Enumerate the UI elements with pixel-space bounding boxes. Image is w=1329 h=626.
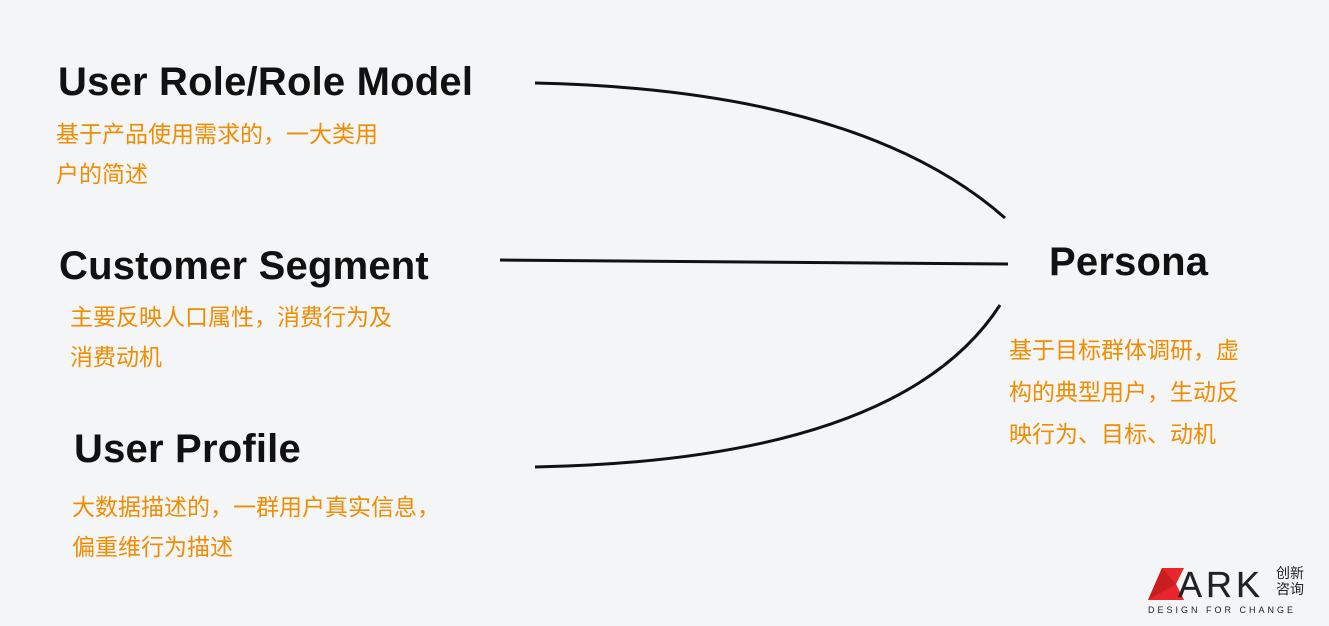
node-title-role-model: User Role/Role Model xyxy=(58,60,474,104)
desc-line: 户的简述 xyxy=(56,162,148,188)
node-desc-customer-segment: 主要反映人口属性，消费行为及 消费动机 xyxy=(70,298,392,378)
connector-role-model xyxy=(534,81,1006,220)
node-desc-role-model: 基于产品使用需求的，一大类用 户的简述 xyxy=(56,115,378,195)
logo-chinese: 创新咨询 xyxy=(1276,566,1304,598)
desc-line: 偏重维行为描述 xyxy=(72,535,233,561)
target-desc-persona: 基于目标群体调研，虚 构的典型用户，生动反 映行为、目标、动机 xyxy=(1009,330,1239,456)
desc-line: 基于目标群体调研，虚 xyxy=(1009,338,1239,364)
desc-line: 基于产品使用需求的，一大类用 xyxy=(56,122,378,148)
ark-logo: ARK 创新咨询 DESIGN FOR CHANGE xyxy=(1148,564,1323,622)
connector-user-profile xyxy=(534,304,1002,469)
node-desc-user-profile: 大数据描述的，一群用户真实信息， 偏重维行为描述 xyxy=(72,488,440,568)
connector-customer-segment xyxy=(499,258,1009,266)
node-title-user-profile: User Profile xyxy=(74,427,301,471)
logo-text: ARK xyxy=(1178,564,1265,605)
logo-tagline: DESIGN FOR CHANGE xyxy=(1148,605,1297,615)
desc-line: 主要反映人口属性，消费行为及 xyxy=(70,305,392,331)
logo-mark-icon xyxy=(1148,568,1184,600)
target-title-persona: Persona xyxy=(1049,240,1209,284)
desc-line: 消费动机 xyxy=(70,345,162,371)
desc-line: 映行为、目标、动机 xyxy=(1009,422,1216,448)
node-title-customer-segment: Customer Segment xyxy=(59,244,429,288)
desc-line: 构的典型用户，生动反 xyxy=(1009,380,1239,406)
desc-line: 大数据描述的，一群用户真实信息， xyxy=(72,495,440,521)
